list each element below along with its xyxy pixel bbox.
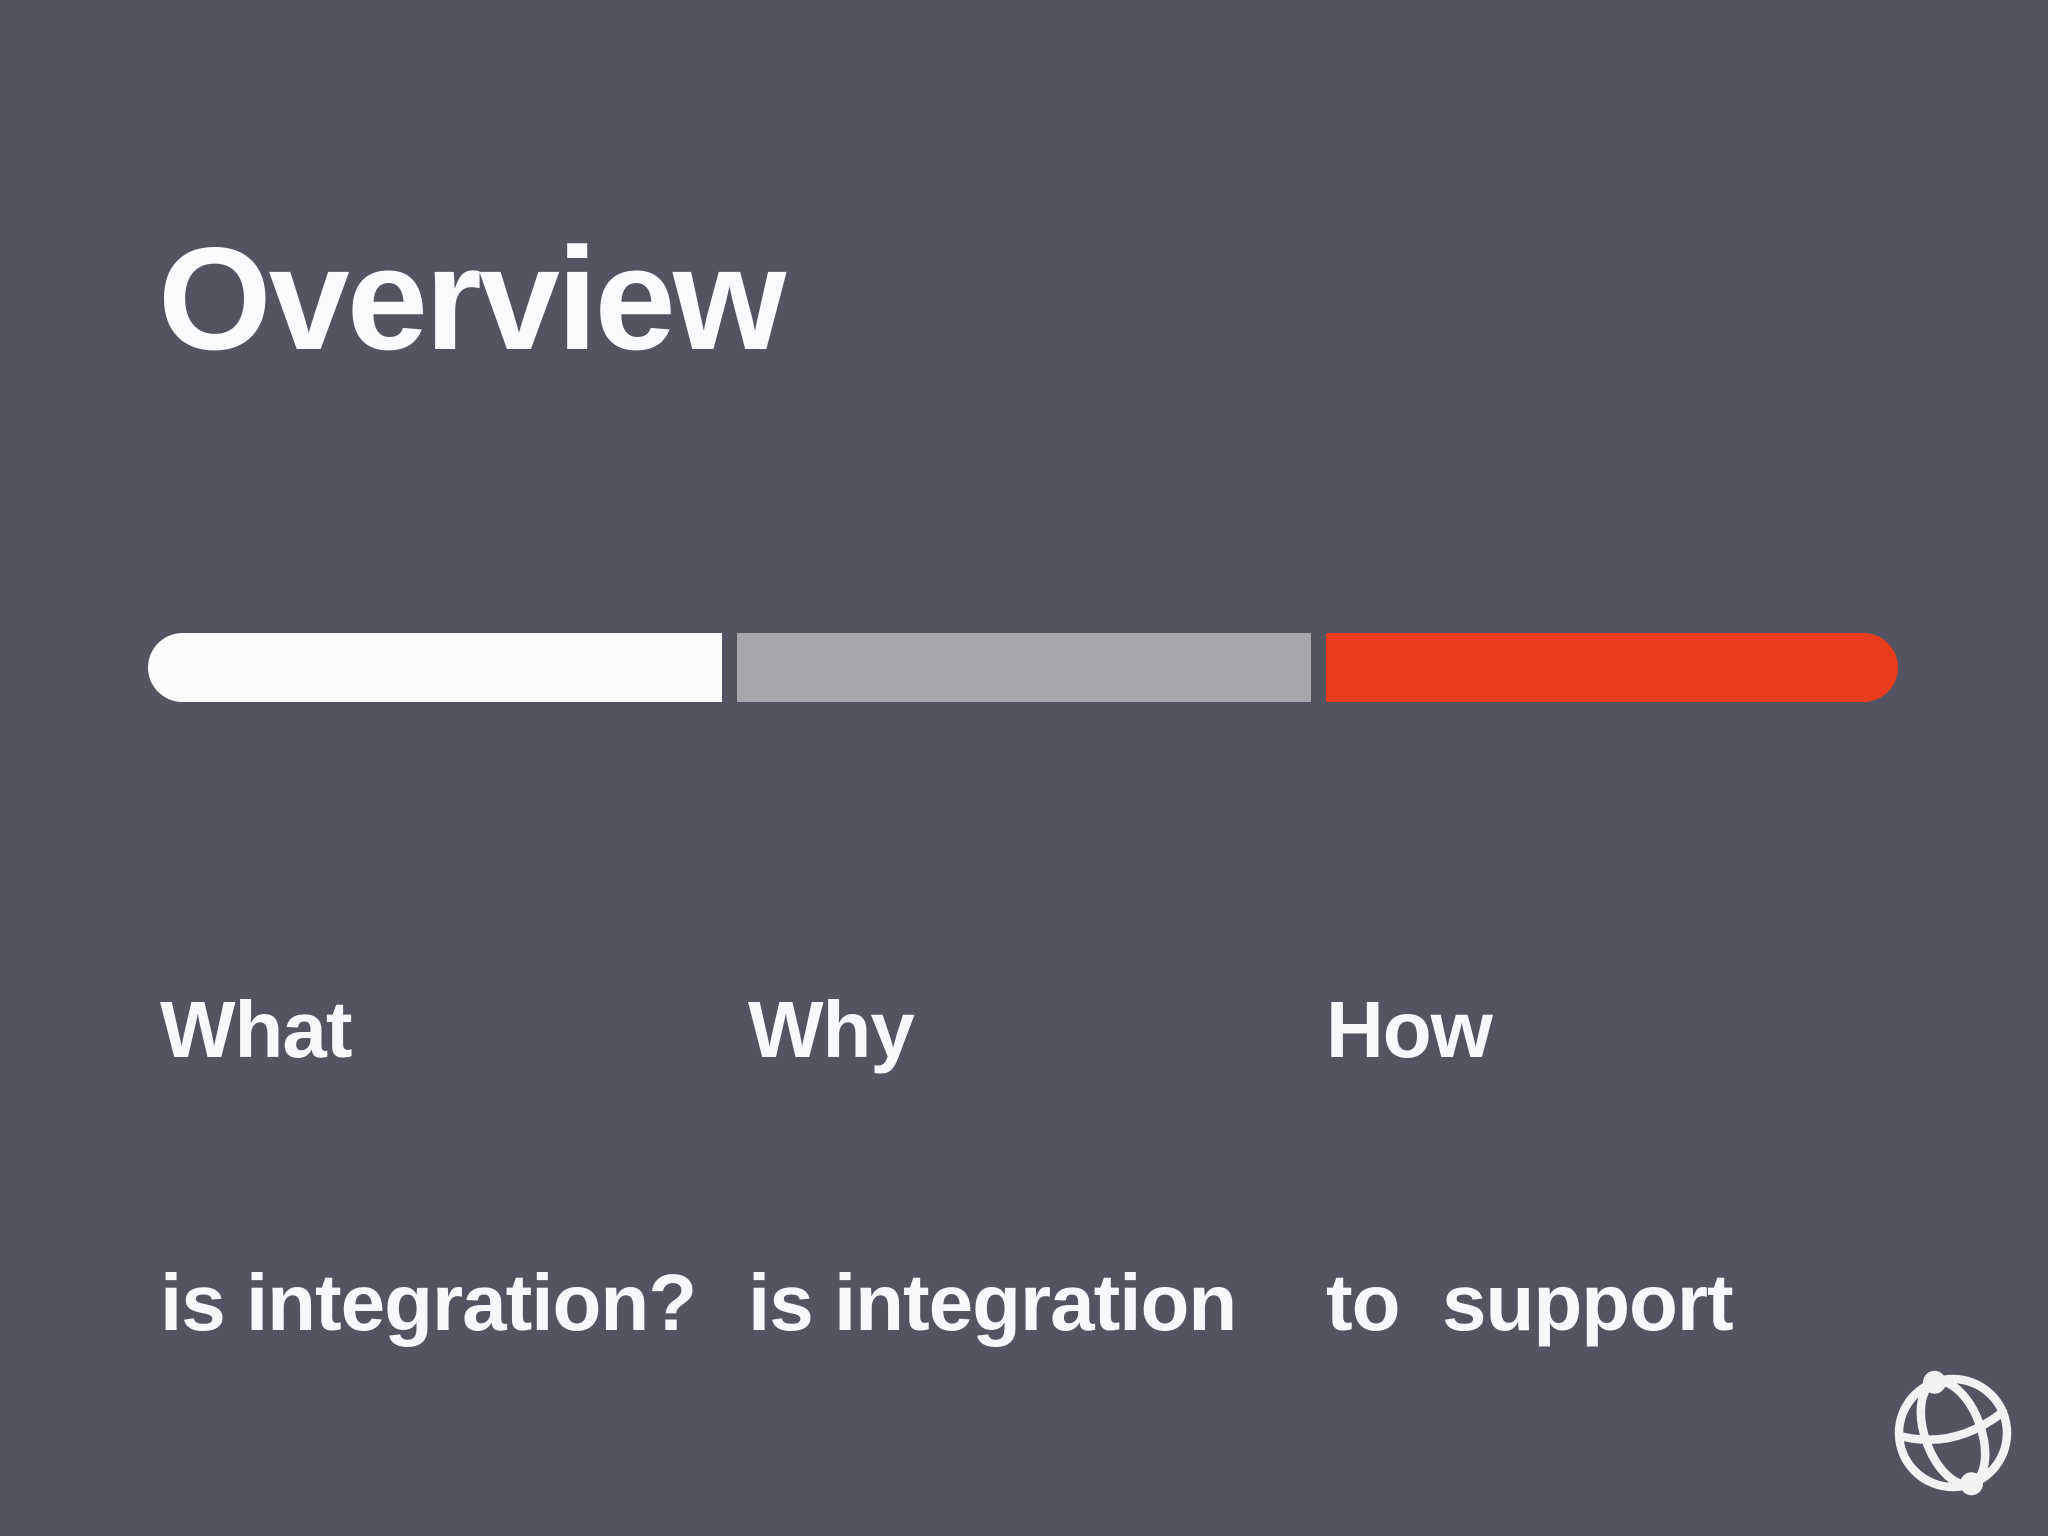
progress-segment-how — [1326, 633, 1898, 702]
globe-icon-group — [1894, 1370, 2012, 1496]
question-how: How to support integration? — [1326, 802, 1777, 1536]
question-how-line-1: How — [1326, 985, 1493, 1074]
question-why-line-1: Why — [748, 985, 915, 1074]
question-why-line-2: is integration — [748, 1258, 1237, 1347]
question-what-line-2: is integration? — [160, 1258, 697, 1347]
question-how-line-2: to support — [1326, 1258, 1734, 1347]
question-what-line-1: What — [160, 985, 353, 1074]
slide-title: Overview — [158, 217, 786, 380]
globe-icon — [1894, 1370, 2012, 1496]
progress-segment-what — [148, 633, 722, 702]
question-what: What is integration? — [160, 802, 697, 1530]
question-how-line-3: integration? — [1326, 1530, 1777, 1536]
question-why-line-3: important? — [748, 1530, 1236, 1536]
question-why: Why is integration important? — [748, 802, 1237, 1536]
progress-bar — [148, 633, 1898, 702]
progress-segment-why — [737, 633, 1311, 702]
